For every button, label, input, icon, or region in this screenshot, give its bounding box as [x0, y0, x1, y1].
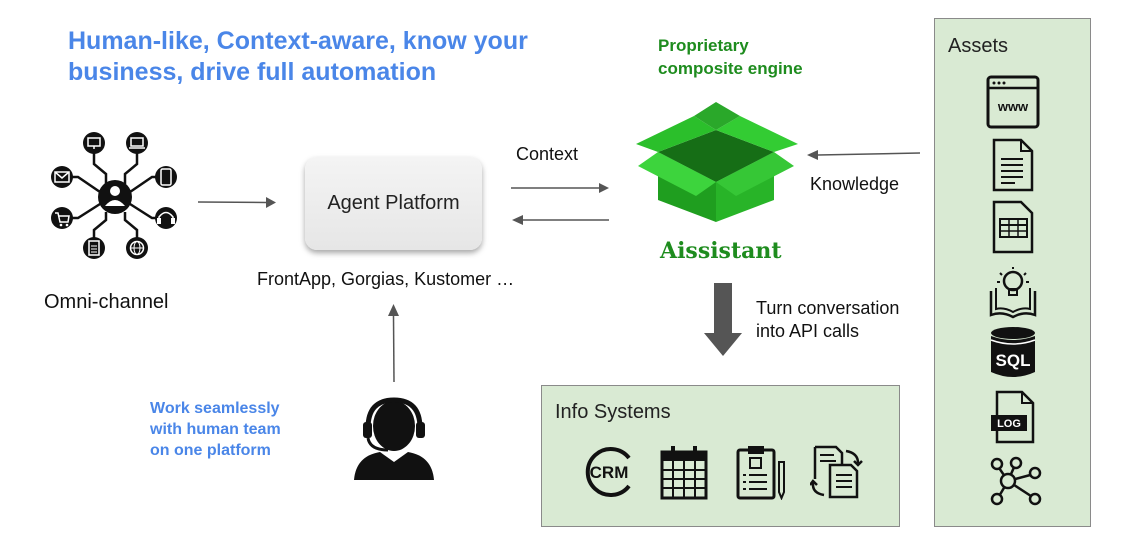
api-calls-label: Turn conversation into API calls: [756, 297, 899, 343]
agent-platform-box: Agent Platform: [305, 157, 482, 250]
headline: Human-like, Context-aware, know your bus…: [68, 26, 628, 88]
headline-line-2: business, drive full automation: [68, 58, 437, 86]
document-icon: [991, 137, 1035, 193]
crm-icon-text: CRM: [590, 463, 629, 482]
api-calls-line-1: Turn conversation: [756, 298, 900, 318]
open-box-icon: [636, 100, 798, 224]
sql-database-icon-text: SQL: [996, 351, 1031, 370]
document-sync-icon: [810, 443, 864, 499]
engine-title: Proprietary composite engine: [658, 34, 803, 80]
clipboard-icon: [735, 444, 787, 500]
agent-platform-label: Agent Platform: [327, 192, 460, 214]
context-arrows: [509, 180, 613, 228]
log-file-icon: LOG: [989, 389, 1037, 445]
assistant-name: Aissistant: [660, 238, 782, 264]
arrow-omni-to-platform: [196, 194, 280, 210]
context-label: Context: [516, 144, 579, 164]
sql-database-icon: SQL: [988, 326, 1038, 380]
info-systems-panel: Info Systems CRM: [541, 385, 900, 527]
platform-integrations-label: FrontApp, Gorgias, Kustomer …: [257, 269, 515, 289]
arrow-agent-to-platform: [384, 300, 404, 384]
knowledge-book-icon: [988, 265, 1038, 319]
arrow-assets-to-engine: [804, 146, 922, 162]
assets-title: Assets: [948, 35, 1009, 57]
human-team-note: Work seamlessly with human team on one p…: [150, 398, 281, 461]
log-file-icon-text: LOG: [997, 418, 1021, 430]
api-calls-line-2: into API calls: [756, 321, 860, 341]
arrow-engine-to-info-systems: [704, 283, 742, 357]
engine-title-line-2: composite engine: [658, 59, 803, 78]
web-page-icon-text: www: [997, 99, 1029, 114]
spreadsheet-icon: [991, 199, 1035, 255]
headline-line-1: Human-like, Context-aware, know your: [68, 27, 528, 55]
calendar-icon: [659, 444, 709, 500]
web-page-icon: www: [986, 75, 1040, 129]
omni-channel-label: Omni-channel: [44, 291, 169, 313]
crm-icon: CRM: [582, 446, 636, 498]
assets-panel: Assets www: [934, 18, 1091, 527]
engine-title-line-1: Proprietary: [658, 36, 749, 55]
support-agent-icon: [350, 396, 438, 480]
network-graph-icon: [988, 455, 1042, 509]
human-team-line-2: with human team: [150, 421, 281, 438]
info-systems-title: Info Systems: [555, 401, 671, 423]
omni-channel-hub-icon: [48, 130, 182, 264]
human-team-line-3: on one platform: [150, 442, 271, 459]
human-team-line-1: Work seamlessly: [150, 400, 280, 417]
knowledge-label: Knowledge: [810, 174, 900, 194]
